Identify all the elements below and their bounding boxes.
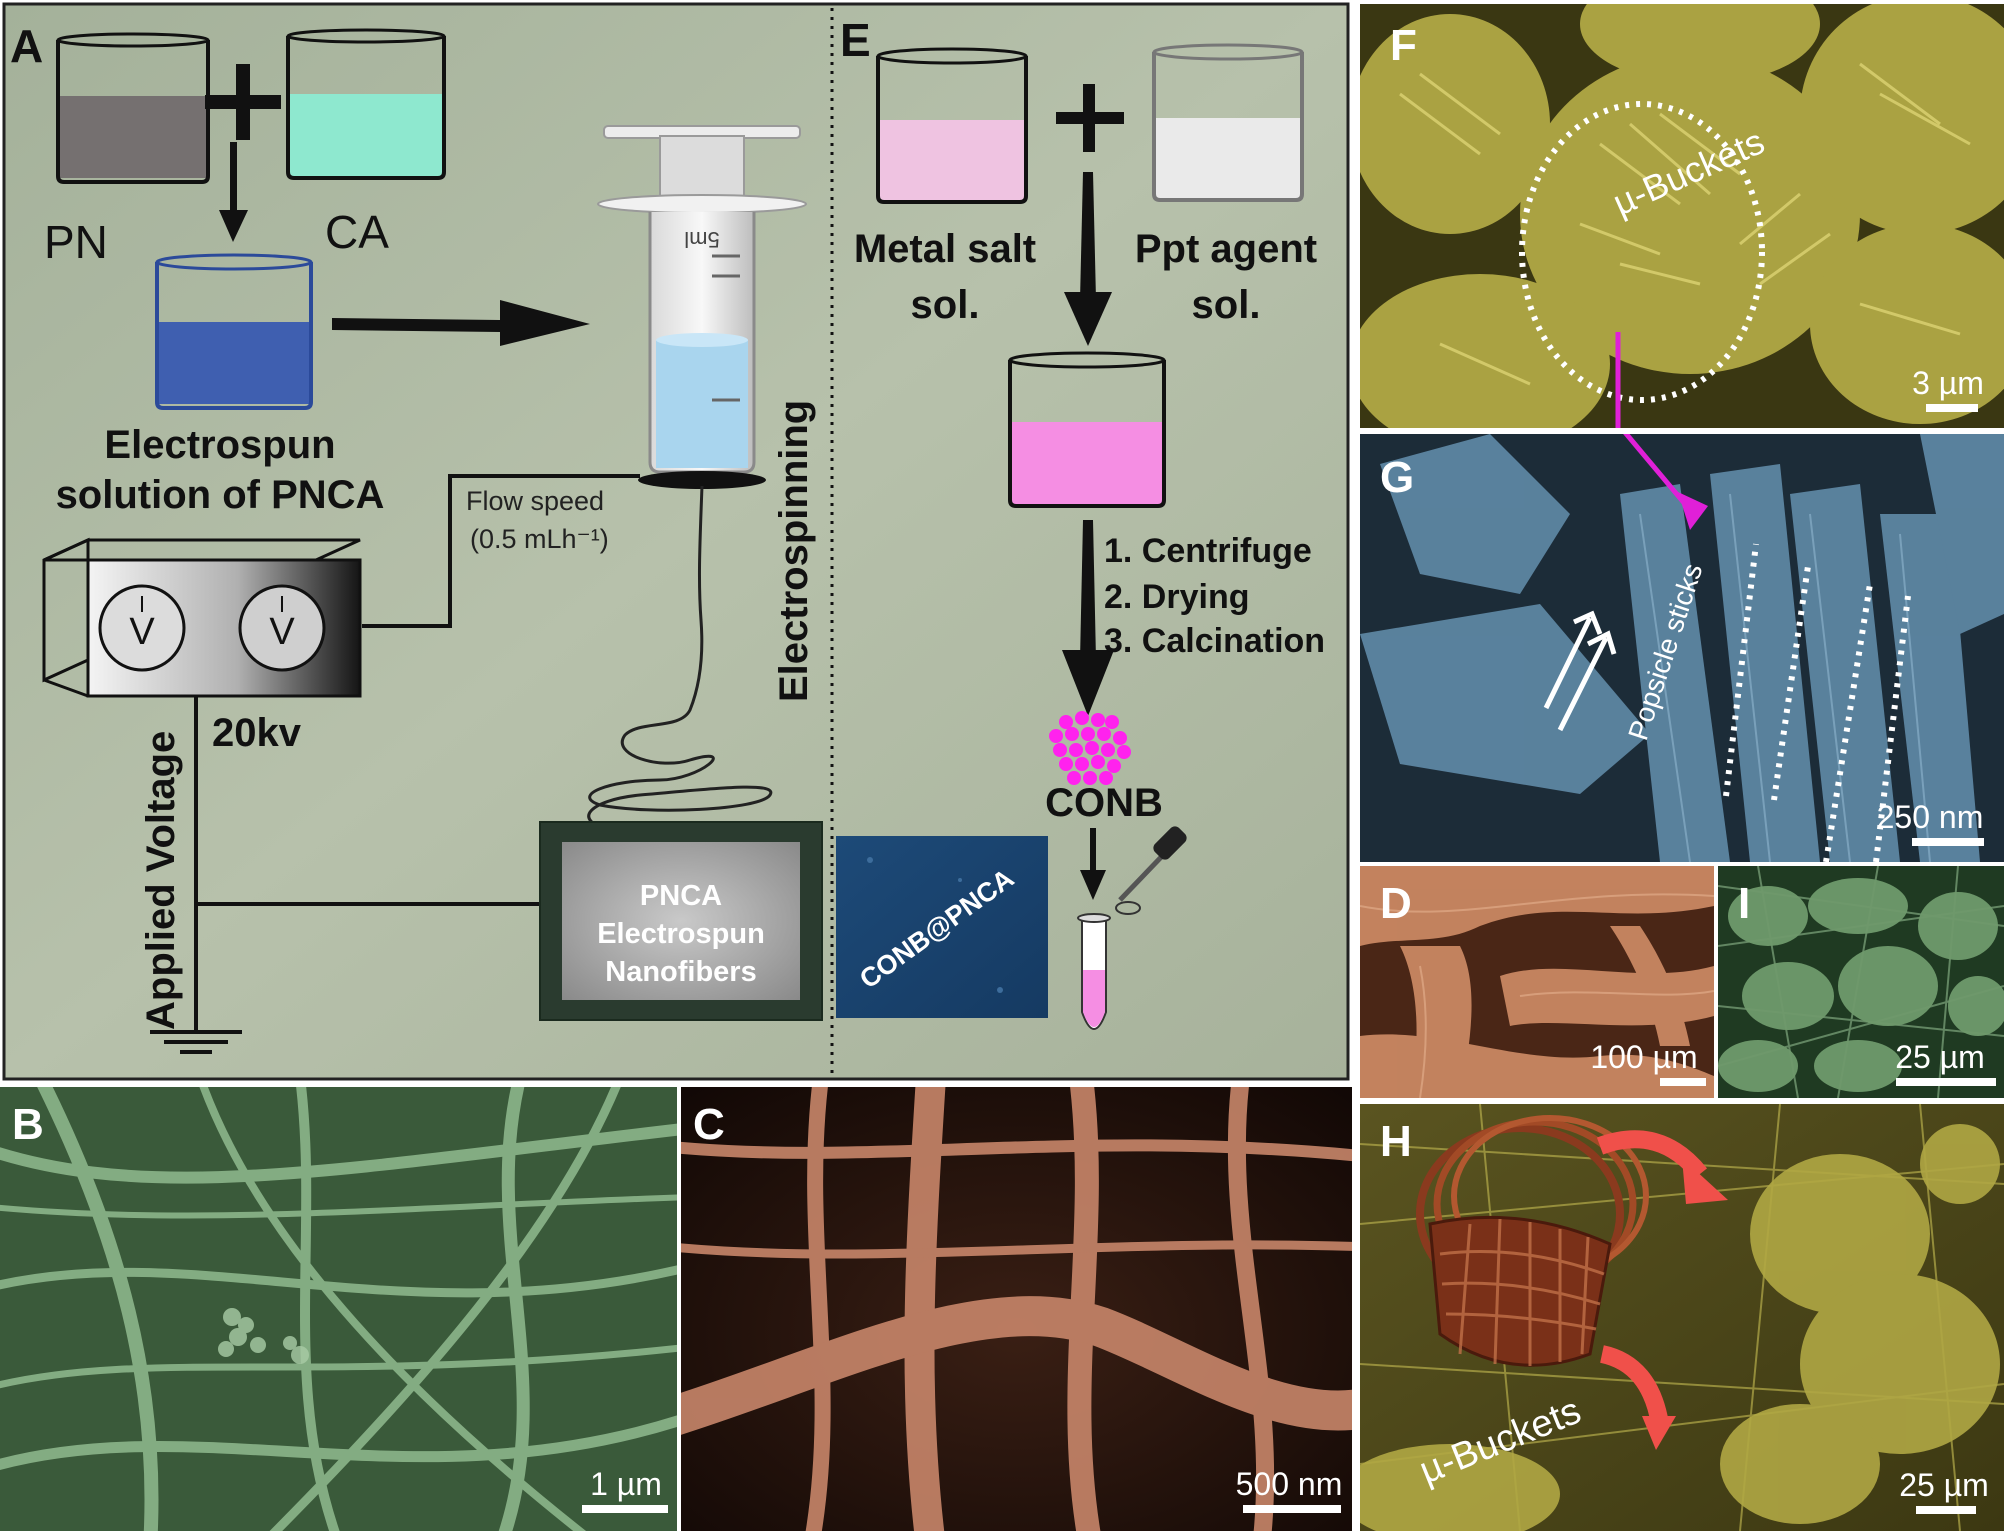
panel-letter-e: E <box>840 14 871 66</box>
sem-panel-g: Popsicle sticks G 250 nm <box>1360 434 2004 862</box>
right-arrow-icon-a <box>332 300 590 346</box>
red-arrow-top <box>1596 1130 1708 1180</box>
dial-icon-right <box>238 584 326 672</box>
panel-letter-i: I <box>1738 879 1750 928</box>
scale-bar-h <box>1916 1506 1976 1514</box>
pn-beaker <box>56 32 210 184</box>
panel-letter-f: F <box>1390 21 1417 70</box>
panel-letter-g: G <box>1380 453 1414 502</box>
syringe: 5ml <box>597 125 807 489</box>
dial-symbol-right: V <box>269 611 295 653</box>
scale-bar-d <box>1660 1078 1706 1086</box>
schematic-svg: A PN CA Electrospun solution of PNCA <box>2 2 1350 1081</box>
metal-salt-beaker <box>876 47 1028 204</box>
scale-label-g: 250 nm <box>1877 799 1984 835</box>
red-arrow-top-head <box>1682 1158 1728 1204</box>
sem-panel-i: I 25 µm <box>1718 866 2004 1098</box>
fiber-jet <box>587 485 822 841</box>
schematic-panel: A PN CA Electrospun solution of PNCA <box>0 0 1352 1083</box>
label-ca: CA <box>325 206 389 258</box>
red-arrow-bottom <box>1599 1345 1669 1426</box>
scale-label-f: 3 µm <box>1912 365 1984 401</box>
scale-bar-c <box>1243 1505 1341 1513</box>
magenta-arrow-head <box>1678 492 1708 530</box>
mixed-beaker <box>1008 351 1166 508</box>
step-1: 1. Centrifuge <box>1104 532 1312 570</box>
collector-line3: Nanofibers <box>605 956 756 988</box>
step-2: 2. Drying <box>1104 578 1249 616</box>
ppt-agent-beaker <box>1152 43 1304 202</box>
down-arrow-icon-a <box>219 142 248 242</box>
flow-line2: (0.5 mLh⁻¹) <box>470 524 609 554</box>
ca-beaker <box>286 28 446 180</box>
down-arrow-icon-e1 <box>1064 172 1112 346</box>
tube-icon <box>1077 901 1141 1030</box>
ppt-line1: Ppt agent <box>1135 227 1317 271</box>
scale-label-b: 1 µm <box>590 1466 662 1502</box>
down-arrow-icon-e2 <box>1062 520 1114 716</box>
collector-plate <box>539 821 823 1021</box>
ground-icon <box>150 1030 242 1054</box>
basket-illustration <box>1416 1115 1649 1367</box>
sem-panel-d: D 100 µm <box>1360 866 1714 1098</box>
scale-bar-b <box>582 1505 668 1513</box>
flow-line1: Flow speed <box>466 486 604 516</box>
scale-bar-i <box>1896 1078 1996 1086</box>
pnca-beaker <box>155 253 313 410</box>
conb-particles <box>1049 711 1131 785</box>
sem-panel-f: µ-Buckets F 3 µm <box>1360 4 2004 428</box>
down-arrow-icon-e3 <box>1080 828 1106 900</box>
panel-letter-c: C <box>693 1100 725 1149</box>
scale-label-h: 25 µm <box>1899 1467 1989 1503</box>
magenta-arrow-line <box>1623 434 1692 512</box>
panel-letter-a: A <box>10 20 43 72</box>
panel-letter-h: H <box>1380 1117 1412 1166</box>
bucket-circle <box>1519 101 1765 403</box>
metal-line2: sol. <box>911 283 980 327</box>
popsicle-dotted-lines <box>1723 543 1911 862</box>
scale-label-d: 100 µm <box>1590 1039 1697 1075</box>
wire-to-syringe <box>362 474 640 628</box>
panel-letter-d: D <box>1380 879 1412 928</box>
ppt-line2: sol. <box>1192 283 1261 327</box>
power-supply-box: V V <box>42 537 362 698</box>
collector-line2: Electrospun <box>597 918 765 950</box>
scale-bar-f <box>1926 404 1978 412</box>
scale-label-c: 500 nm <box>1236 1466 1343 1502</box>
applied-voltage-label: Applied Voltage <box>139 731 183 1030</box>
syringe-unit: 5ml <box>684 227 719 252</box>
sem-panel-h: µ-Buckets H 25 µm <box>1360 1104 2004 1531</box>
conb-pnca-photo <box>836 836 1048 1018</box>
scale-bar-g <box>1912 838 1984 846</box>
label-pn: PN <box>44 216 108 268</box>
voltage-kv: 20kv <box>212 711 302 755</box>
metal-line1: Metal salt <box>854 227 1036 271</box>
scale-label-i: 25 µm <box>1895 1039 1985 1075</box>
collector-line1: PNCA <box>640 880 722 912</box>
panel-letter-b: B <box>12 1100 44 1149</box>
electrospun-line1: Electrospun <box>104 423 335 467</box>
red-arrow-bottom-head <box>1642 1416 1676 1450</box>
white-double-arrow-icon <box>1543 610 1617 732</box>
electrospinning-label: Electrospinning <box>772 400 816 702</box>
conb-label: CONB <box>1045 781 1163 825</box>
dial-symbol-left: V <box>129 611 155 653</box>
sem-panel-b: B 1 µm <box>0 1087 677 1531</box>
electrospun-line2: solution of PNCA <box>56 473 385 517</box>
sem-panel-c: C 500 nm <box>681 1087 1352 1531</box>
step-3: 3. Calcination <box>1104 622 1325 660</box>
plus-icon-e <box>1056 84 1124 152</box>
dropper-icon <box>1118 826 1187 902</box>
dial-icon-left <box>98 584 186 672</box>
plus-icon-a <box>205 64 281 140</box>
